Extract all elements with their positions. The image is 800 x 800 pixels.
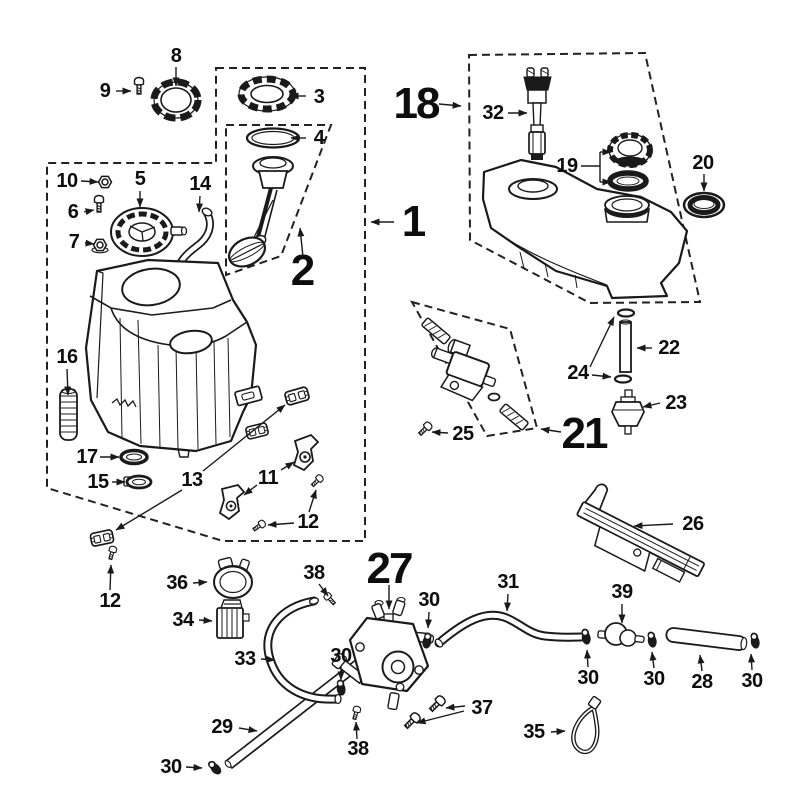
callout-12: 12	[99, 590, 121, 612]
callout-17: 17	[76, 446, 98, 468]
callout-1: 1	[401, 197, 427, 246]
part-36-clamp	[213, 556, 253, 599]
part-24-orings	[613, 308, 636, 384]
part-37-screw	[426, 693, 448, 715]
callout-4: 4	[313, 127, 325, 149]
part-23-filter	[611, 389, 645, 435]
parts-layer	[59, 67, 761, 777]
part-26-bracket	[576, 483, 705, 583]
part-2-fuel-sender	[227, 156, 294, 268]
part-38-screw	[350, 704, 362, 721]
callout-27: 27	[366, 544, 414, 593]
callout-30: 30	[741, 670, 763, 692]
callout-30: 30	[330, 645, 352, 667]
callout-2: 2	[290, 246, 316, 295]
part-12-screw	[309, 473, 325, 489]
part-oil-tank	[481, 158, 689, 300]
callout-22: 22	[658, 337, 680, 359]
part-38-screw	[322, 590, 338, 607]
callout-13: 13	[181, 469, 203, 491]
callout-16: 16	[56, 346, 78, 368]
part-12-screw	[251, 518, 268, 534]
part-13-clip	[283, 385, 311, 407]
callout-31: 31	[497, 571, 519, 593]
callout-33: 33	[234, 648, 256, 670]
callout-6: 6	[67, 201, 79, 223]
part-9-screw	[133, 76, 145, 95]
callout-15: 15	[87, 471, 109, 493]
part-13-clip	[244, 421, 270, 441]
part-30-clip	[749, 631, 761, 650]
part-32-dipstick	[523, 67, 552, 160]
part-7-nut	[91, 238, 109, 254]
callout-32: 32	[482, 102, 504, 124]
group-box-1	[46, 67, 366, 542]
part-15-clamp	[123, 474, 153, 490]
part-16-foam	[59, 388, 78, 441]
callout-18: 18	[393, 79, 441, 128]
part-6-screw	[93, 194, 105, 213]
part-20-grommet	[682, 191, 726, 219]
callout-20: 20	[692, 152, 714, 174]
callout-28: 28	[691, 671, 713, 693]
part-22-tube	[619, 319, 632, 373]
callout-9: 9	[99, 80, 111, 102]
part-19-cap	[607, 132, 653, 192]
callout-14: 14	[189, 173, 211, 195]
part-12-screw	[106, 544, 118, 561]
part-25-screw	[416, 420, 434, 438]
part-3-lock-ring	[237, 75, 297, 113]
callout-29: 29	[211, 716, 233, 738]
part-30-clip	[206, 758, 224, 777]
callout-38: 38	[347, 738, 369, 760]
callout-19: 19	[556, 155, 578, 177]
part-39-filter	[597, 622, 645, 647]
part-35-cable-tie	[571, 695, 602, 755]
part-21-oil-pump	[421, 317, 529, 431]
part-30-clip	[335, 679, 347, 696]
part-17-ring	[119, 448, 149, 466]
group-box-2	[225, 124, 333, 277]
callout-34: 34	[172, 609, 194, 631]
part-8-lock-ring	[150, 78, 202, 122]
part-11-bracket	[218, 483, 246, 521]
callout-26: 26	[682, 513, 704, 535]
callout-30: 30	[577, 667, 599, 689]
part-34-filter	[216, 599, 250, 639]
part-5-fuel-gauge	[110, 207, 188, 257]
callout-21: 21	[561, 409, 609, 458]
callout-38: 38	[303, 562, 325, 584]
callout-3: 3	[313, 86, 325, 108]
callout-30: 30	[418, 589, 440, 611]
part-28-tube	[665, 627, 748, 651]
callout-5: 5	[134, 168, 146, 190]
part-13-clip	[89, 528, 115, 548]
callout-25: 25	[452, 423, 474, 445]
callout-11: 11	[257, 467, 279, 489]
part-30-clip	[646, 630, 658, 649]
part-11-bracket	[292, 433, 320, 472]
callout-39: 39	[611, 581, 633, 603]
callout-8: 8	[170, 45, 182, 67]
callout-30: 30	[160, 756, 182, 778]
part-37-screw	[401, 710, 423, 732]
callout-36: 36	[166, 572, 188, 594]
leader-lines	[64, 67, 756, 771]
part-10-nut	[97, 175, 113, 189]
oil-tank-cap-boss	[604, 195, 650, 223]
callout-30: 30	[643, 668, 665, 690]
callout-35: 35	[523, 721, 545, 743]
callout-23: 23	[665, 392, 687, 414]
part-fuel-tank	[84, 258, 263, 458]
callout-7: 7	[68, 231, 80, 253]
group-box-18	[467, 51, 702, 305]
part-27-fuel-pump	[331, 596, 435, 711]
callout-12: 12	[297, 511, 319, 533]
callout-37: 37	[471, 697, 493, 719]
part-30-clip	[580, 627, 592, 646]
callout-24: 24	[567, 362, 589, 384]
part-31-hose	[434, 610, 586, 648]
callout-10: 10	[56, 170, 78, 192]
